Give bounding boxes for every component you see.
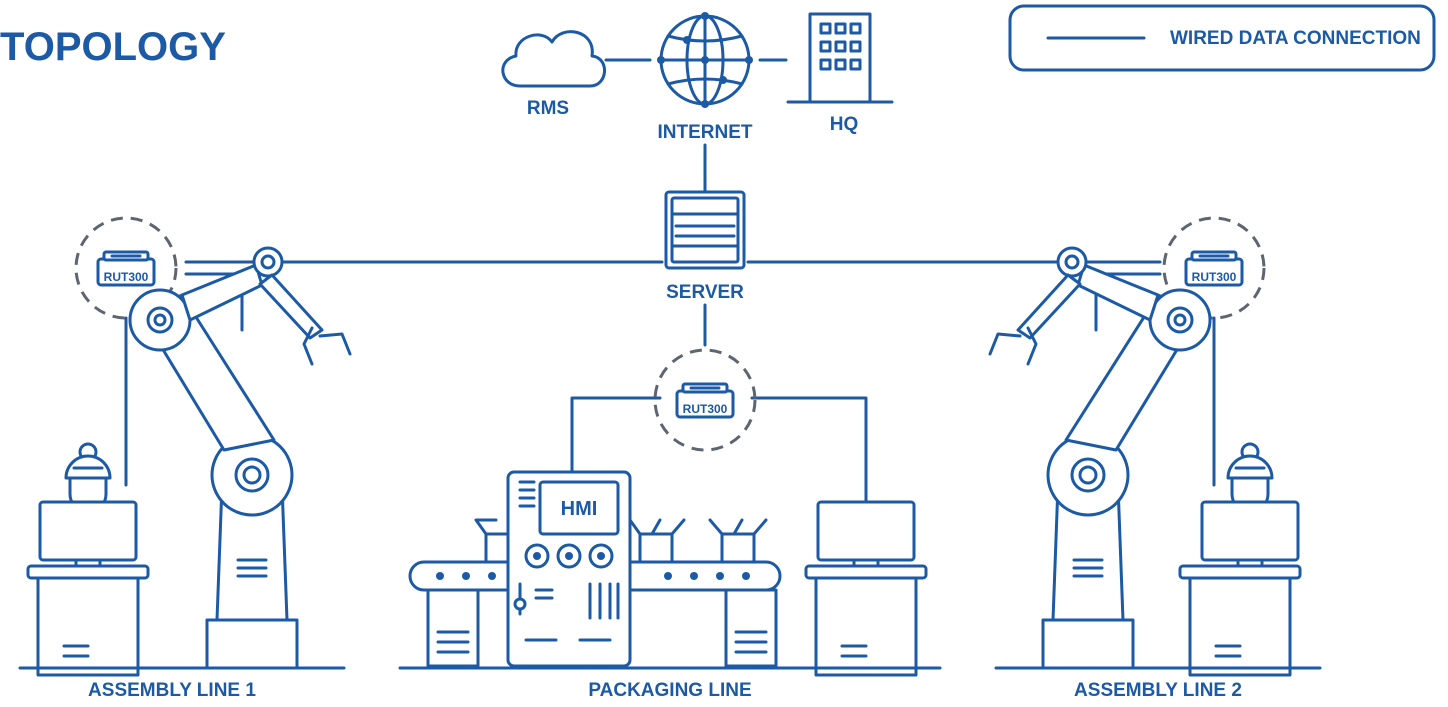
page-title: TOPOLOGY [0,25,226,69]
legend-label: WIRED DATA CONNECTION [1170,28,1421,49]
legend: WIRED DATA CONNECTION [1008,4,1436,72]
router-left-ring [74,216,178,320]
link-router-center-hmi [570,396,662,474]
link-router-center-monitor [750,396,868,504]
robot-arm-icon [988,246,1212,670]
server-label: SERVER [666,282,744,303]
router-left: RUT300 [74,216,178,320]
building-icon [786,12,894,104]
box-icon [708,518,768,564]
robot-arm-icon [128,246,352,670]
desk-icon [1178,564,1302,677]
hq-label: HQ [830,114,859,135]
desk-icon [804,564,928,677]
router-left-label: RUT300 [104,270,149,284]
box-icon [628,518,686,564]
assembly-line-2 [988,246,1322,677]
server-icon [664,190,746,270]
packaging-line-label: PACKAGING LINE [588,680,751,701]
internet-label: INTERNET [658,122,753,143]
router-center-label: RUT300 [683,402,728,416]
hmi-screen [538,480,620,536]
router-center: RUT300 [653,348,757,452]
router-right: RUT300 [1162,216,1266,320]
hmi-label: HMI [561,498,598,520]
assembly-line-1-label: ASSEMBLY LINE 1 [88,680,256,701]
rms-label: RMS [527,98,569,119]
router-right-label: RUT300 [1192,270,1237,284]
globe-icon [657,12,753,108]
assembly-line-1 [18,246,352,677]
router-center-ring [653,348,757,452]
desk-icon [26,564,150,677]
packaging-line: HMI [398,470,942,677]
router-right-ring [1162,216,1266,320]
cloud-icon [501,30,606,88]
assembly-line-2-label: ASSEMBLY LINE 2 [1074,680,1242,701]
